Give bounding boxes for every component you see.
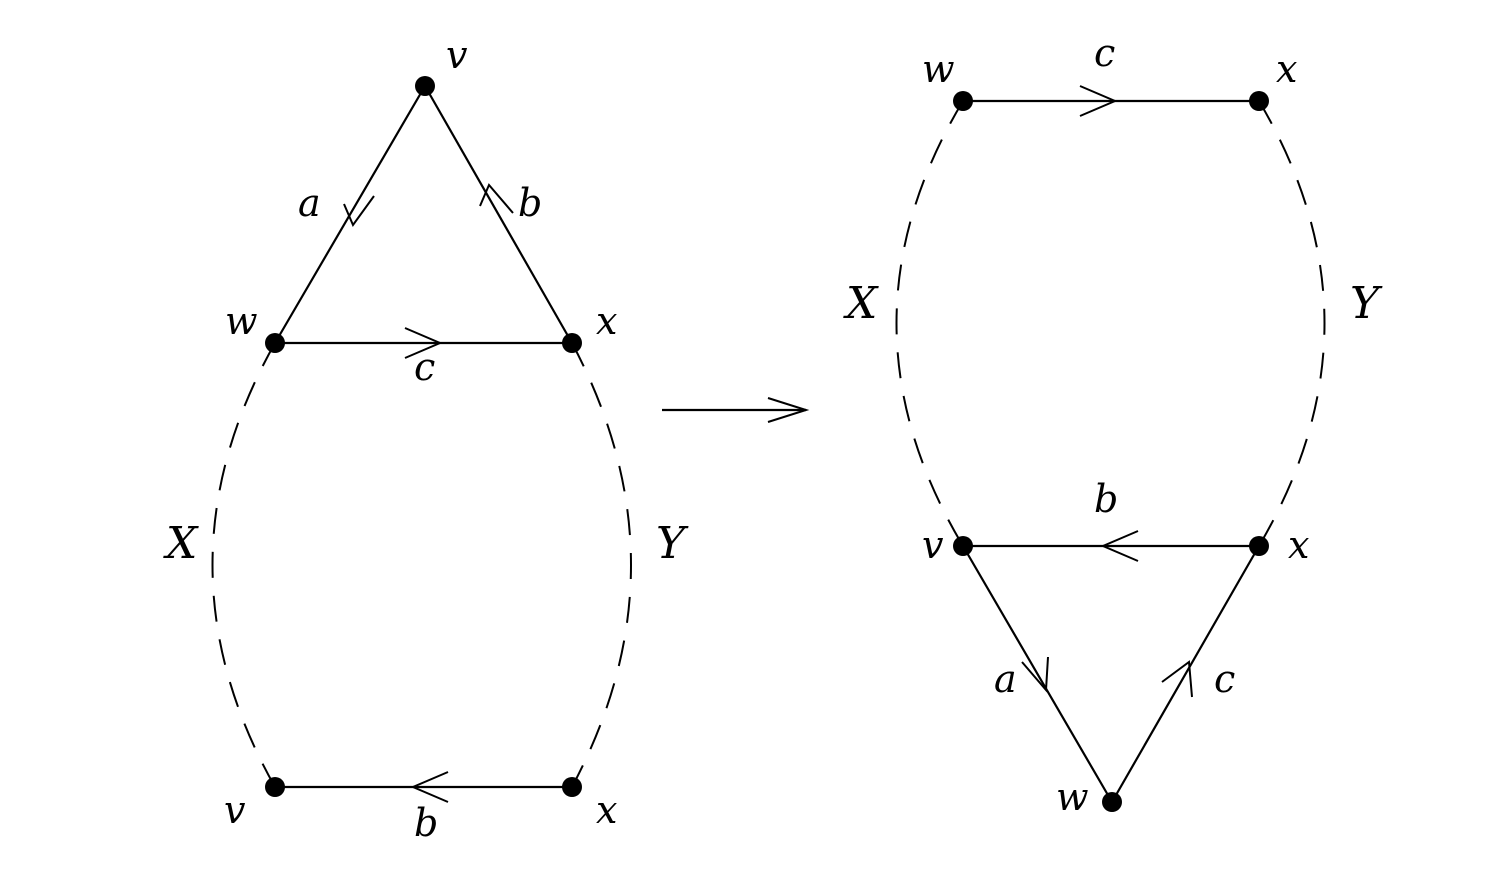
- left-label-region-x: X: [163, 518, 199, 569]
- left-label-x: x: [596, 299, 617, 343]
- right-node-w-bottom: [1102, 792, 1122, 812]
- left-node-w: [265, 333, 285, 353]
- transformation-arrow: [662, 397, 810, 423]
- left-label-v-bottom: v: [224, 788, 246, 832]
- right-region-y-dashed-curve: [1258, 100, 1326, 547]
- left-label-edge-b-top: b: [518, 181, 542, 225]
- left-label-edge-c: c: [414, 345, 435, 389]
- right-node-w-top: [953, 91, 973, 111]
- left-edge-c-arrowhead: [404, 327, 443, 359]
- left-edge-a: [274, 85, 426, 344]
- left-label-region-y: Y: [656, 518, 689, 569]
- left-node-v-top: [415, 76, 435, 96]
- left-edge-a-arrowhead: [343, 195, 375, 228]
- left-label-x-bottom: x: [596, 788, 617, 832]
- left-node-v-bottom: [265, 777, 285, 797]
- right-edge-b-arrowhead: [1100, 530, 1139, 562]
- left-graph: v w x v x a b c b X Y: [163, 33, 689, 845]
- left-edge-b-top-arrowhead: [479, 183, 514, 214]
- right-node-x-middle: [1249, 536, 1269, 556]
- right-region-x-dashed-curve: [895, 100, 964, 547]
- left-region-x-dashed-curve: [211, 342, 276, 788]
- right-label-edge-c-top: c: [1094, 31, 1115, 75]
- right-edge-c-bottom: [1111, 545, 1260, 803]
- right-edge-a: [962, 545, 1113, 803]
- left-label-w: w: [225, 299, 258, 343]
- right-label-edge-b: b: [1094, 477, 1118, 521]
- right-node-x-top: [1249, 91, 1269, 111]
- left-label-v-top: v: [446, 33, 468, 77]
- left-node-x: [562, 333, 582, 353]
- left-label-edge-b-bottom: b: [414, 801, 438, 845]
- right-label-edge-a: a: [994, 657, 1017, 701]
- left-node-x-bottom: [562, 777, 582, 797]
- right-label-region-y: Y: [1350, 278, 1383, 329]
- right-label-region-x: X: [843, 278, 879, 329]
- left-label-edge-a: a: [298, 181, 321, 225]
- right-label-w-top: w: [922, 47, 955, 91]
- right-label-v: v: [922, 523, 944, 567]
- transformation-arrow-head: [767, 397, 810, 423]
- left-edge-b-bottom-arrowhead: [410, 771, 449, 803]
- right-label-x-middle: x: [1288, 523, 1309, 567]
- left-region-y-dashed-curve: [571, 342, 632, 788]
- right-graph: w x v x w c b a c X Y: [843, 31, 1383, 819]
- right-edge-c-bottom-arrowhead: [1161, 660, 1193, 698]
- right-edge-a-arrowhead: [1021, 656, 1049, 693]
- right-label-edge-c-bottom: c: [1214, 657, 1235, 701]
- right-edge-c-top-arrowhead: [1079, 85, 1118, 117]
- right-label-x-top: x: [1276, 47, 1297, 91]
- left-edge-b-top: [424, 85, 573, 344]
- right-node-v: [953, 536, 973, 556]
- right-label-w-bottom: w: [1056, 775, 1089, 819]
